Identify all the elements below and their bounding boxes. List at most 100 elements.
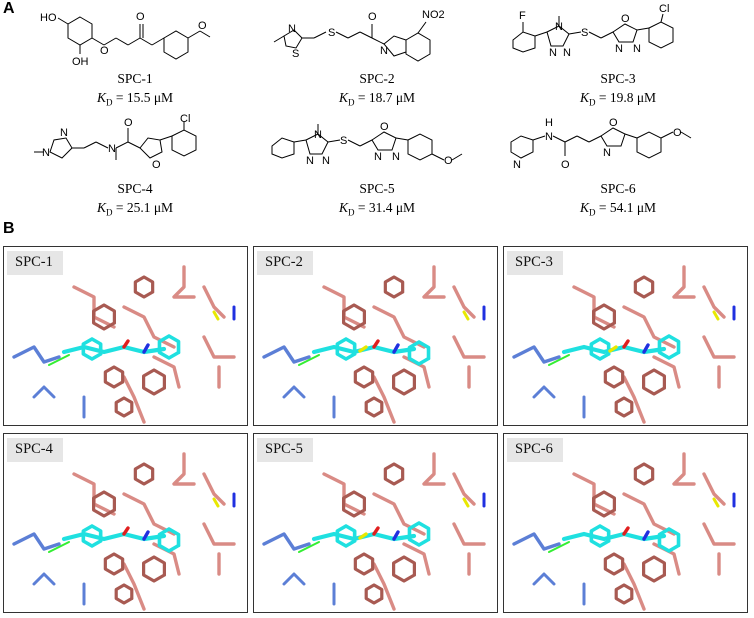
- kd-value-line: KD = 25.1 μM: [96, 200, 174, 218]
- ligand-nitrogen: [142, 530, 150, 541]
- residue-stick-blue: [12, 532, 61, 551]
- docking-panel-spc-4: SPC-4: [3, 433, 248, 613]
- ligand-ring: [589, 337, 611, 361]
- residue-stick: [202, 285, 226, 319]
- residue-stick-blue: [282, 385, 306, 399]
- compound-spc-4: N N O N O Cl SPC-4 KD = 25.1 μM: [20, 112, 250, 222]
- compound-name: SPC-1: [117, 71, 153, 86]
- ligand-ring: [657, 334, 681, 360]
- structure-spc-4: N N O N O Cl: [34, 113, 197, 171]
- atom-label: N: [108, 143, 116, 155]
- atom-label: N: [392, 151, 400, 163]
- hydrogen-bond: [298, 354, 320, 366]
- binding-pocket-render: [512, 452, 736, 611]
- docking-panel-spc-3: SPC-3: [503, 246, 748, 426]
- kd-value-line: KD = 31.4 μM: [338, 200, 416, 218]
- spc-4-atom-labels: N N O N O Cl: [42, 113, 190, 171]
- residue-ring: [114, 583, 134, 605]
- structure-spc-5: N N N S O N N O: [271, 121, 463, 167]
- spc-5-atom-labels: N N N S O N N O: [306, 121, 453, 167]
- residue-stick: [452, 285, 476, 319]
- residue-stick: [672, 452, 696, 486]
- spc-6-atom-labels: H N N O O N O: [513, 117, 682, 171]
- atom-label: N: [555, 21, 563, 33]
- residue-ring: [383, 275, 405, 299]
- atom-label: N: [603, 147, 611, 159]
- ligand-nitrogen: [392, 530, 400, 541]
- residue-stick: [622, 375, 646, 424]
- compound-spc-6: H N N O O N O SPC-6 KD = 54.1 μM: [503, 112, 733, 222]
- hydrogen-bond: [548, 541, 570, 553]
- atom-label: N: [380, 45, 388, 57]
- residue-ring: [633, 462, 655, 486]
- atom-label: N: [549, 47, 557, 59]
- atom-label: HO: [40, 12, 57, 24]
- residue-stick-blue: [32, 572, 56, 586]
- atom-label: S: [292, 48, 299, 60]
- kd-value-line: KD = 18.7 μM: [338, 90, 416, 108]
- ligand-oxygen: [372, 339, 380, 349]
- residue-ring: [592, 303, 616, 331]
- residue-stick: [202, 472, 226, 506]
- residue-ring: [133, 462, 155, 486]
- residue-stick: [72, 285, 116, 329]
- residue-stick: [572, 472, 616, 516]
- atom-label: N: [633, 43, 641, 55]
- residue-ring: [364, 396, 384, 418]
- spc-2-atom-labels: N S S O N NO2: [288, 9, 445, 60]
- ligand-oxygen: [622, 339, 630, 349]
- compound-name: SPC-3: [600, 71, 636, 86]
- compound-name: SPC-6: [600, 181, 636, 196]
- residue-sulfur: [712, 310, 720, 321]
- ligand-sulfur: [358, 345, 368, 353]
- binding-pocket-render: [262, 452, 486, 611]
- residue-stick-blue: [262, 532, 311, 551]
- ligand-ring: [335, 524, 357, 548]
- structure-spc-3: F N N N S O N N Cl: [512, 3, 674, 59]
- residue-stick: [202, 522, 236, 546]
- residue-stick: [452, 472, 476, 506]
- residue-ring: [114, 396, 134, 418]
- residue-ring: [603, 365, 625, 389]
- ligand-sulfur: [358, 532, 368, 540]
- compound-spc-3: F N N N S O N N Cl SPC-3 KD = 19.8 μM: [503, 2, 733, 112]
- ligand-nitrogen: [642, 343, 650, 354]
- ligand-ring: [589, 524, 611, 548]
- atom-label: N: [563, 47, 571, 59]
- residue-ring: [392, 368, 416, 396]
- compound-spc-1: HO OH O O O SPC-1 KD = 15.5 μM: [20, 2, 250, 112]
- atom-label: F: [519, 10, 526, 22]
- residue-stick: [202, 335, 236, 359]
- hydrogen-bond: [548, 354, 570, 366]
- atom-label: H: [545, 117, 553, 129]
- residue-stick: [372, 562, 396, 611]
- ligand-ring: [407, 521, 431, 547]
- residue-stick: [372, 492, 426, 536]
- compound-spc-2: N S S O N NO2 SPC-2 KD = 18.7 μM: [262, 2, 492, 112]
- kd-value-line: KD = 15.5 μM: [96, 90, 174, 108]
- docking-panel-spc-2: SPC-2: [253, 246, 498, 426]
- docking-panel-label: SPC-1: [7, 251, 63, 275]
- residue-ring: [353, 552, 375, 576]
- atom-label: N: [288, 23, 296, 35]
- residue-stick: [702, 522, 736, 546]
- atom-label: O: [136, 11, 145, 23]
- atom-label: N: [42, 147, 50, 159]
- ligand-oxygen: [122, 339, 130, 349]
- ligand-nitrogen: [392, 343, 400, 354]
- residue-ring: [353, 365, 375, 389]
- residue-ring: [103, 552, 125, 576]
- residue-stick: [422, 452, 446, 486]
- residue-stick-blue: [512, 532, 561, 551]
- residue-stick: [622, 492, 676, 536]
- compound-spc-5: N N N S O N N O SPC-5 KD = 31.4 μM: [262, 112, 492, 222]
- residue-stick: [152, 355, 181, 389]
- atom-label: N: [60, 127, 68, 139]
- residue-ring: [92, 490, 116, 518]
- ligand-nitrogen: [642, 530, 650, 541]
- atom-label: O: [124, 117, 133, 129]
- residue-stick: [402, 542, 431, 576]
- structure-spc-6: H N N O O N O: [510, 117, 692, 171]
- residue-ring: [614, 583, 634, 605]
- residue-stick: [122, 492, 176, 536]
